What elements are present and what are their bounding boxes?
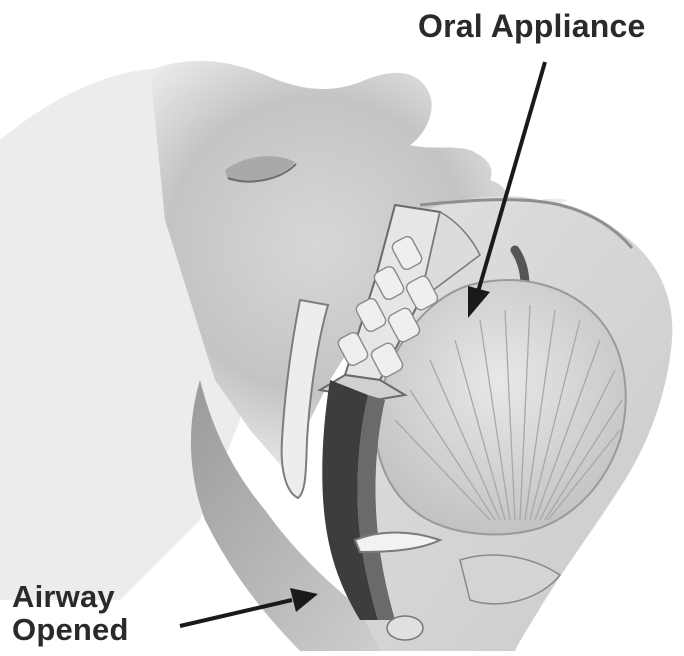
- hyoid-bone: [387, 616, 423, 640]
- oral-appliance-label: Oral Appliance: [418, 8, 645, 45]
- airway-label-line2: Opened: [12, 613, 129, 646]
- airway-opened-label: Airway Opened: [12, 580, 129, 646]
- airway-label-line1: Airway: [12, 580, 129, 613]
